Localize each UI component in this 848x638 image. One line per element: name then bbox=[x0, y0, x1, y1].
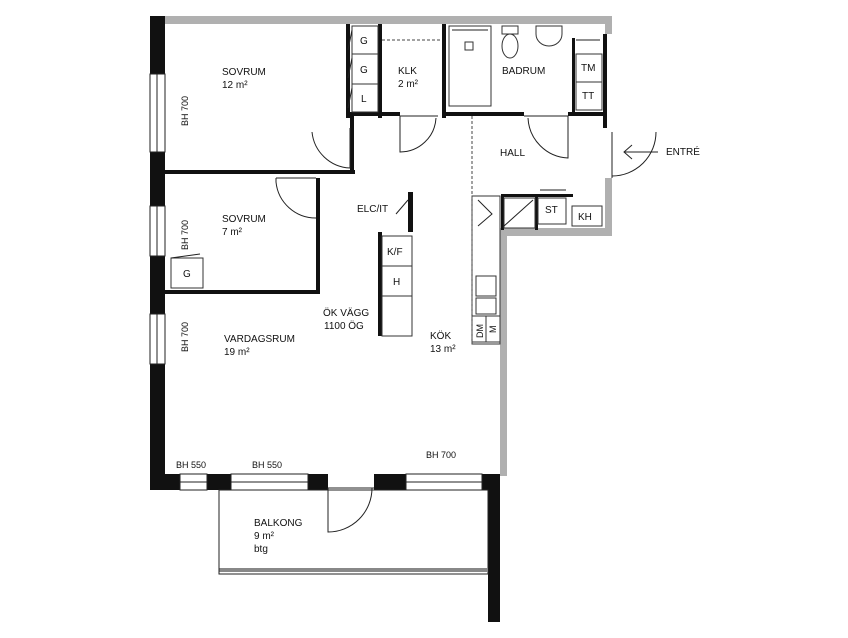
wall-elc bbox=[408, 192, 413, 232]
outer-wall-right-mid bbox=[605, 178, 612, 230]
dryer-tt bbox=[575, 81, 603, 111]
outer-wall-bottom-2 bbox=[207, 474, 231, 490]
window-label-vardagsrum: BH 700 bbox=[180, 322, 190, 352]
wall-door-jamb bbox=[350, 114, 354, 174]
outer-wall-right-upper bbox=[605, 16, 612, 34]
storage-st bbox=[537, 197, 567, 225]
fixture-label-st: ST bbox=[545, 205, 558, 216]
outer-wall-bottom bbox=[150, 474, 180, 490]
microwave-m bbox=[485, 315, 501, 343]
wall-sovrum1-bottom bbox=[165, 170, 355, 174]
balcony-door-swing bbox=[327, 487, 373, 533]
wall-bad-bottom-2 bbox=[568, 112, 606, 116]
room-area-balkong: 9 m² bbox=[254, 531, 275, 542]
shower bbox=[448, 25, 492, 107]
wall-klk-bottom bbox=[350, 112, 400, 116]
window-label-bottom-right: BH 700 bbox=[426, 450, 456, 460]
room-area-sovrum2: 7 m² bbox=[222, 227, 243, 238]
door-entry bbox=[611, 131, 657, 177]
door-klk bbox=[399, 115, 438, 153]
fixture-label-g3: G bbox=[183, 269, 191, 280]
fixture-label-l: L bbox=[361, 94, 367, 105]
window-label-sovrum2: BH 700 bbox=[180, 220, 190, 250]
wall-sovrum2-right bbox=[316, 178, 320, 294]
room-name-badrum: BADRUM bbox=[502, 66, 545, 77]
wall-klk-right bbox=[442, 24, 446, 118]
wall-klk-left bbox=[378, 24, 382, 118]
fixture-label-g1: G bbox=[360, 36, 368, 47]
room-name-balkong: BALKONG bbox=[254, 518, 303, 529]
toilet-tank bbox=[501, 25, 519, 35]
wall-bad-bottom bbox=[442, 112, 524, 116]
window-label-bottom-mid: BH 550 bbox=[252, 460, 282, 470]
fixture-label-h: H bbox=[393, 277, 400, 288]
room-area-sovrum1: 12 m² bbox=[222, 80, 248, 91]
kitchen-sink bbox=[475, 297, 497, 315]
room-name-klk: KLK bbox=[398, 66, 417, 77]
outer-wall-bottom-3 bbox=[308, 474, 328, 490]
island-counter bbox=[381, 295, 413, 337]
shower-drain bbox=[464, 41, 474, 51]
fixture-label-g2: G bbox=[360, 65, 368, 76]
room-name-sovrum2: SOVRUM bbox=[222, 214, 266, 225]
room-note-balkong: btg bbox=[254, 544, 268, 555]
room-name-kok: KÖK bbox=[430, 330, 451, 342]
fixture-label-tt: TT bbox=[582, 91, 594, 102]
washer-tm bbox=[575, 53, 603, 83]
coat-rack-kh bbox=[571, 205, 603, 227]
wardrobe-g1 bbox=[351, 25, 379, 55]
room-area-klk: 2 m² bbox=[398, 79, 419, 90]
outer-wall-top bbox=[150, 16, 612, 24]
entrance-label: ENTRÉ bbox=[666, 145, 700, 158]
room-area-vardagsrum: 19 m² bbox=[224, 347, 250, 358]
window-label-bottom-left: BH 550 bbox=[176, 460, 206, 470]
door-badrum bbox=[524, 115, 569, 159]
elc-label: ELC/IT bbox=[357, 204, 388, 215]
room-name-sovrum1: SOVRUM bbox=[222, 67, 266, 78]
room-name-hall: HALL bbox=[500, 148, 525, 159]
wall-st-left bbox=[501, 196, 504, 230]
wardrobe-g2 bbox=[351, 53, 379, 85]
window-label-sovrum1: BH 700 bbox=[180, 96, 190, 126]
fixture-label-kf: K/F bbox=[387, 247, 403, 258]
door-elc bbox=[395, 199, 409, 215]
fixture-label-tm: TM bbox=[581, 63, 595, 74]
balcony-rail bbox=[219, 568, 488, 572]
outer-wall-right-lower bbox=[500, 228, 507, 476]
entry-arrow-icon bbox=[623, 144, 633, 160]
wardrobe-l bbox=[351, 83, 379, 113]
sink bbox=[535, 25, 563, 47]
wall-st-top bbox=[501, 194, 573, 197]
wardrobe-g3 bbox=[170, 257, 204, 289]
fixture-label-kh: KH bbox=[578, 212, 592, 223]
room-name-vardagsrum: VARDAGSRUM bbox=[224, 334, 295, 345]
toilet bbox=[501, 33, 519, 59]
fixture-label-m: M bbox=[488, 326, 498, 334]
wall-bad-tm-left bbox=[572, 38, 575, 116]
wall-note-line2: 1100 ÖG bbox=[324, 320, 364, 332]
fixture-label-dm: DM bbox=[475, 324, 485, 338]
wall-kitchen-island bbox=[378, 232, 382, 336]
door-sovrum1 bbox=[311, 128, 351, 169]
outer-wall-right-black bbox=[488, 474, 500, 622]
room-area-kok: 13 m² bbox=[430, 344, 456, 355]
wall-sovrum2-bottom bbox=[165, 290, 320, 294]
freezer-h bbox=[381, 265, 413, 297]
outer-wall-step bbox=[500, 228, 612, 236]
cooktop bbox=[475, 275, 497, 297]
wall-st-mid bbox=[535, 196, 538, 230]
door-sovrum2 bbox=[275, 177, 317, 219]
wall-note-line1: ÖK VÄGG bbox=[323, 307, 369, 319]
wall-sovrum1-right bbox=[346, 24, 350, 118]
wall-right-entry-top bbox=[603, 34, 607, 128]
outer-wall-bottom-4 bbox=[374, 474, 406, 490]
